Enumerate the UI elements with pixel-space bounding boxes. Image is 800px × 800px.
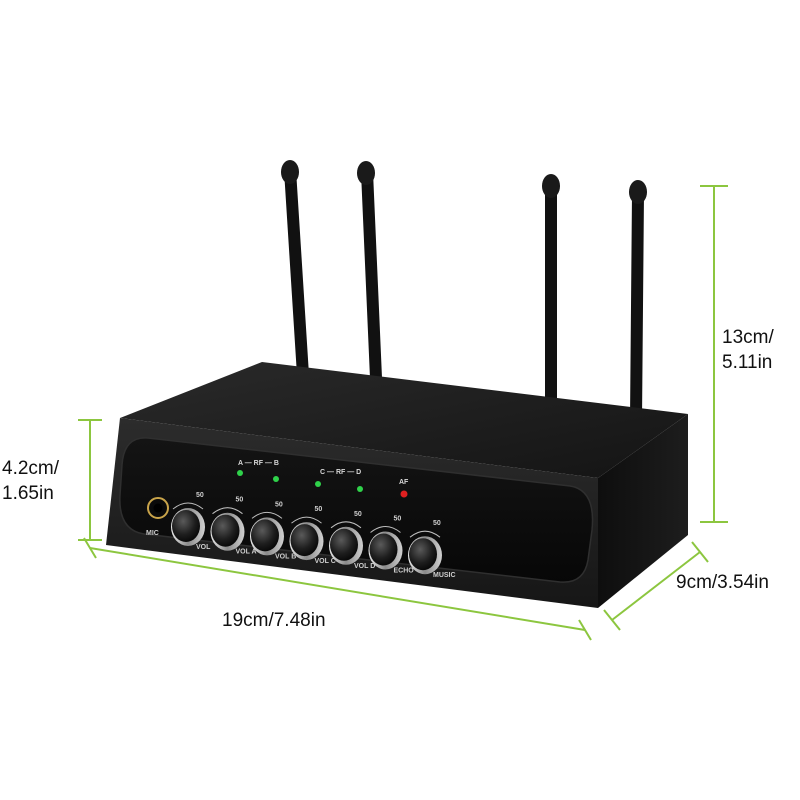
knob-scale-arc <box>291 516 322 524</box>
knob-scale-value: 50 <box>315 506 323 513</box>
knob-cap <box>251 519 279 552</box>
knob-scale-arc <box>330 521 362 529</box>
knob-cap <box>409 538 437 571</box>
af-label: AF <box>399 479 409 486</box>
knob-label: VOL A <box>236 549 257 556</box>
knob-cap <box>290 524 319 557</box>
led-af <box>400 490 408 498</box>
knob-scale-arc <box>370 526 401 533</box>
height-label-line1: 13cm/ <box>722 327 774 348</box>
knob-scale-arc <box>172 502 204 510</box>
mic-jack[interactable]: MIC <box>146 497 169 537</box>
antenna-4 <box>629 180 647 426</box>
knob-label: ECHO <box>394 568 415 575</box>
front-height-label-line1: 4.2cm/ <box>2 458 60 479</box>
led-c <box>315 481 321 487</box>
height-dimension-line <box>700 185 728 523</box>
knob-label: MUSIC <box>433 572 456 579</box>
dimension-lines <box>78 185 728 641</box>
top-face <box>120 362 688 478</box>
knob-scale-arc <box>409 530 441 538</box>
knob-scale-value: 50 <box>394 516 402 523</box>
knob-scale-value: 50 <box>275 501 283 508</box>
knob-cap <box>211 514 240 547</box>
mic-label: MIC <box>146 530 159 537</box>
antennas <box>281 160 647 426</box>
led-d <box>357 486 363 492</box>
front-height-dimension-line <box>78 419 102 541</box>
knob-scale-arc <box>212 507 243 515</box>
rf-ab-label: A — RF — B <box>238 460 279 467</box>
height-label-line2: 5.11in <box>722 352 772 373</box>
knob-scale-value: 50 <box>196 492 204 499</box>
led-b <box>273 476 279 482</box>
knob-scale-value: 50 <box>433 520 441 527</box>
knob-scale-arc <box>251 511 283 519</box>
rf-labels: A — RF — B C — RF — D AF <box>238 460 409 486</box>
knob-cap <box>369 533 398 566</box>
rf-cd-label: C — RF — D <box>320 469 361 476</box>
antenna-2 <box>357 161 382 384</box>
width-label: 19cm/7.48in <box>222 610 326 631</box>
receiver-body <box>106 362 688 608</box>
led-a <box>237 470 243 476</box>
depth-dimension-line <box>603 541 709 631</box>
knob-cap <box>172 510 200 542</box>
side-face <box>598 414 688 608</box>
knob-label: VOL C <box>315 558 336 565</box>
width-dimension-line <box>83 537 592 641</box>
knob-cap <box>330 528 358 561</box>
dimension-labels: 13cm/ 5.11in 4.2cm/ 1.65in 19cm/7.48in 9… <box>2 327 774 631</box>
knob-label: VOL <box>196 544 211 551</box>
antenna-1 <box>281 160 309 381</box>
front-height-label-line2: 1.65in <box>2 483 54 504</box>
knob-label: VOL D <box>354 563 375 570</box>
knob-scale-value: 50 <box>354 511 362 518</box>
indicator-leds <box>237 470 408 498</box>
depth-label: 9cm/3.54in <box>676 572 769 593</box>
knob-scale-value: 50 <box>236 497 244 504</box>
knob-label: VOL B <box>275 553 296 560</box>
antenna-3 <box>542 174 560 418</box>
